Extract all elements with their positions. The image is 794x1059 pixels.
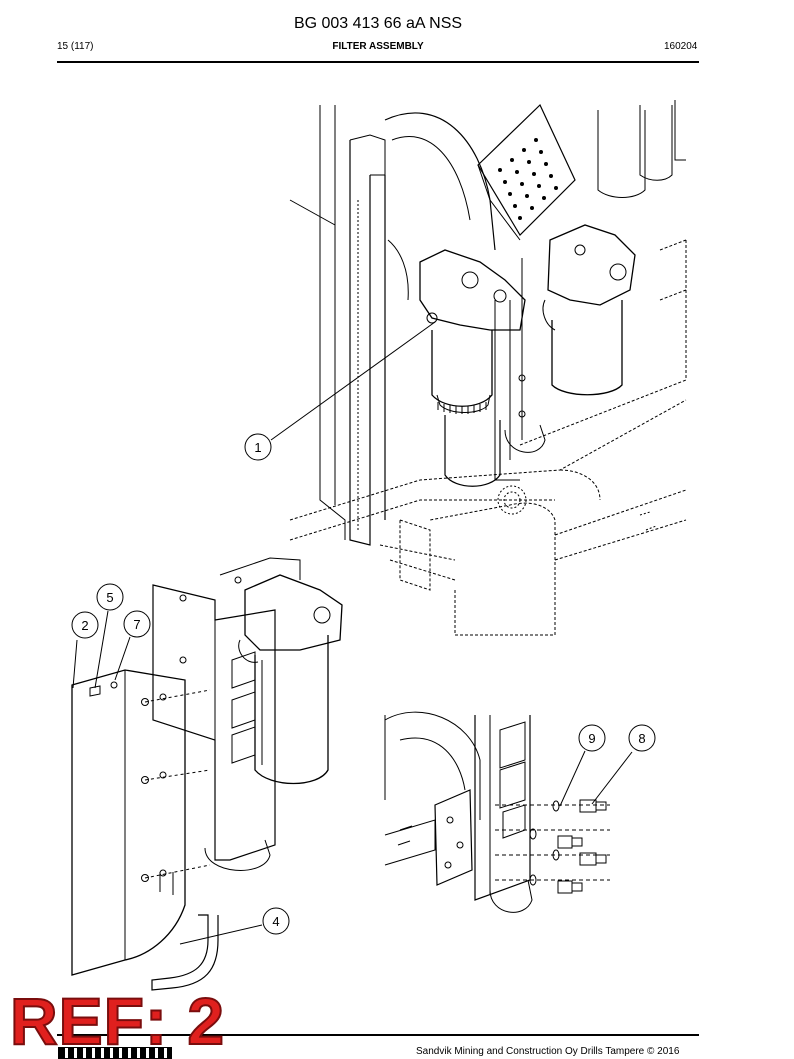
leader-9 bbox=[559, 750, 586, 807]
callout-balloon-5 bbox=[96, 583, 124, 611]
leader-2 bbox=[72, 639, 78, 689]
callout-label-7: 7 bbox=[133, 617, 140, 632]
machine-frame-view bbox=[289, 100, 687, 636]
leader-7 bbox=[114, 636, 131, 681]
leader-4 bbox=[179, 924, 263, 945]
callout-balloon-4 bbox=[262, 907, 290, 935]
document-number: BG 003 413 66 aA NSS bbox=[293, 15, 463, 32]
guard-plate-view bbox=[71, 557, 343, 991]
callout-label-2: 2 bbox=[81, 618, 88, 633]
callout-label-4: 4 bbox=[272, 914, 279, 929]
callout-balloon-1 bbox=[244, 433, 272, 461]
callout-label-9: 9 bbox=[588, 731, 595, 746]
footer-rule bbox=[57, 1034, 699, 1036]
leader-5 bbox=[94, 610, 109, 689]
callout-balloon-9 bbox=[578, 724, 606, 752]
page-number: 15 (117) bbox=[57, 41, 94, 52]
bracket-detail-view bbox=[384, 711, 610, 913]
document-date: 160204 bbox=[664, 41, 698, 52]
section-title: FILTER ASSEMBLY bbox=[332, 41, 424, 52]
leader-1 bbox=[270, 321, 436, 441]
footer-copyright: Sandvik Mining and Construction Oy Drill… bbox=[416, 1046, 680, 1057]
reference-stamp: REF: 2 bbox=[9, 983, 226, 1059]
callout-label-1: 1 bbox=[254, 440, 261, 455]
callout-balloon-7 bbox=[123, 610, 151, 638]
leader-8 bbox=[591, 751, 633, 805]
callout-balloon-8 bbox=[628, 724, 656, 752]
callout-balloon-2 bbox=[71, 611, 99, 639]
callout-label-8: 8 bbox=[638, 731, 645, 746]
callout-label-5: 5 bbox=[106, 590, 113, 605]
header-rule bbox=[57, 61, 699, 63]
